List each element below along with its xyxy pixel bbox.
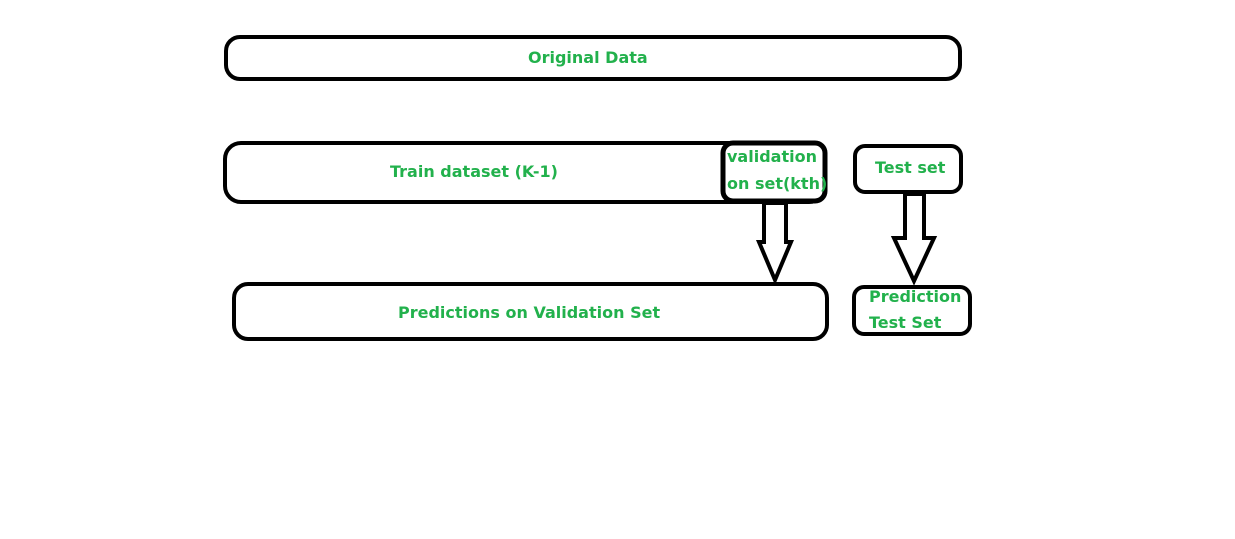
test-set-label: Test set xyxy=(875,158,946,177)
train-dataset-label: Train dataset (K-1) xyxy=(390,162,558,181)
prediction-test-label-line2: Test Set xyxy=(869,313,942,332)
original-data-box xyxy=(224,35,962,81)
prediction-test-label-line1: Prediction xyxy=(869,287,962,306)
validation-to-predictions-arrow xyxy=(755,201,795,286)
validation-label-line1: validation xyxy=(727,147,817,166)
prediction-test-box xyxy=(852,285,972,336)
predictions-validation-label: Predictions on Validation Set xyxy=(398,303,661,322)
predictions-validation-box xyxy=(232,282,829,341)
validation-label-line2: on set(kth) xyxy=(727,174,828,193)
original-data-label: Original Data xyxy=(528,48,648,67)
test-to-prediction-arrow xyxy=(890,192,938,286)
